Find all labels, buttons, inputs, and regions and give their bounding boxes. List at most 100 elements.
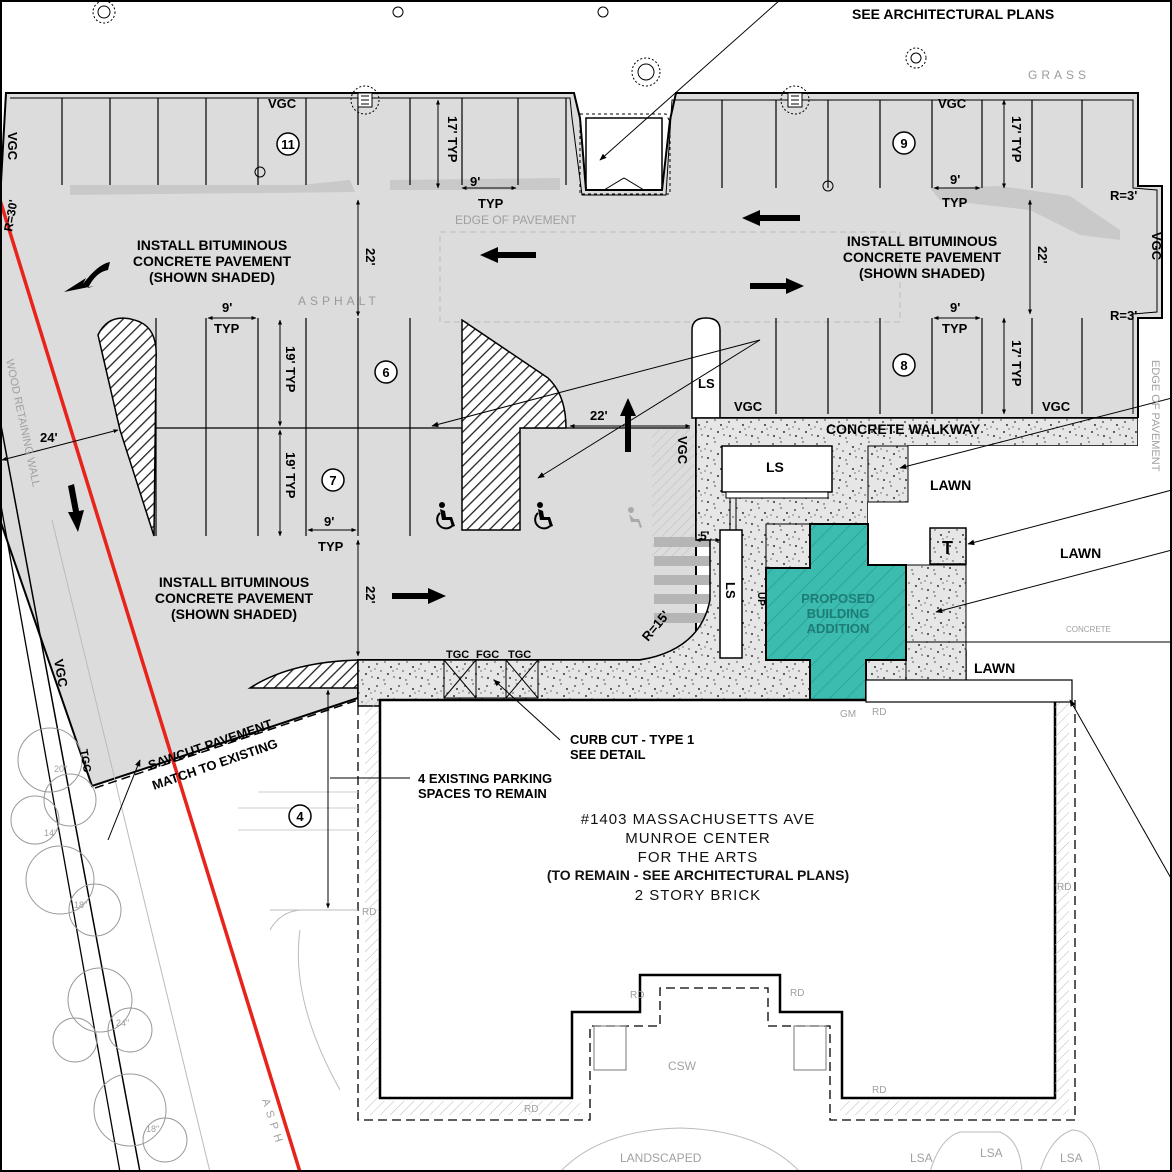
dim-17-c: 17' TYP [1009, 340, 1024, 387]
stalls-row-11 [61, 98, 567, 185]
addition-label-2: BUILDING [807, 606, 870, 621]
tgc-side: TGC [77, 748, 93, 773]
gm-label: GM [840, 709, 856, 720]
grass-label: GRASS [1028, 68, 1090, 82]
dim-17-a: 17' TYP [445, 116, 460, 163]
ls-label-1: LS [766, 459, 784, 475]
arch-note: SEE ARCHITECTURAL PLANS [850, 0, 1052, 5]
tree-18: 18" [74, 900, 87, 910]
tree-icon [10, 727, 188, 1163]
stall-count-11: 11 [276, 132, 300, 156]
tgc-2: TGC [508, 649, 531, 661]
radius-30: R=30' [1, 199, 20, 233]
stall-count-4: 4 [288, 804, 312, 828]
stall-count-8: 8 [892, 353, 916, 377]
curb-cut-note-2: SEE DETAIL [570, 747, 646, 762]
rd-label-6: RD [872, 1085, 886, 1096]
vgc-7: VGC [675, 436, 690, 465]
existing-spaces-note-1: 4 EXISTING PARKING [418, 771, 552, 786]
rd-label-7: RD [524, 1104, 538, 1115]
dim-9-b: 9' [222, 300, 232, 315]
accessible-parking-icon [436, 502, 553, 530]
up-label: UP [755, 592, 766, 606]
svg-text:9: 9 [900, 136, 907, 151]
landscape-island [691, 317, 721, 419]
rd-label-1: RD [872, 707, 886, 718]
pavement-note-2b: CONCRETE PAVEMENT [843, 249, 1002, 265]
asph-label: ASPH [259, 1097, 286, 1148]
tree-20: 20" [54, 764, 67, 774]
addition-label-3: ADDITION [807, 621, 870, 636]
vgc-3: VGC [734, 399, 763, 414]
dim-9-a: 9' [470, 174, 480, 189]
crosswalk [654, 537, 710, 623]
building-name: MUNROE CENTER [625, 830, 771, 847]
concrete-walkway-label: CONCRETE WALKWAY [826, 421, 981, 437]
fgc: FGC [476, 649, 499, 661]
stalls-row-6-7 [120, 318, 690, 536]
building-name-2: FOR THE ARTS [638, 849, 759, 866]
edge-of-pavement-side: EDGE OF PAVEMENT [1149, 360, 1161, 472]
typ-d: TYP [942, 195, 968, 210]
pavement-note-1b: CONCRETE PAVEMENT [133, 253, 292, 269]
tgc-1: TGC [446, 649, 469, 661]
edge-of-pavement-label: EDGE OF PAVEMENT [455, 213, 577, 227]
dim-19-a: 19' TYP [283, 346, 298, 393]
svg-text:6: 6 [382, 365, 389, 380]
pavement-note-1a: INSTALL BITUMINOUS [137, 237, 287, 253]
stalls-row-9 [721, 100, 1083, 188]
rd-label-5: RD [790, 988, 804, 999]
tree-24: 24" [116, 1018, 129, 1028]
radius-3-a: R=3' [1110, 188, 1137, 203]
property-line [0, 199, 302, 1172]
svg-text:4: 4 [296, 809, 304, 824]
hatched-island-left [97, 317, 157, 537]
direction-arrow-icon [64, 210, 804, 604]
building-note: (TO REMAIN - SEE ARCHITECTURAL PLANS) [547, 867, 849, 883]
addition-label-1: PROPOSED [801, 591, 875, 606]
concrete-small-label: CONCRETE [1066, 625, 1111, 634]
t-marker: T [942, 538, 953, 558]
vgc-1: VGC [268, 96, 297, 111]
pavement-note-3c: (SHOWN SHADED) [171, 606, 297, 622]
stall-count-6: 6 [374, 360, 398, 384]
dim-9-c: 9' [324, 514, 334, 529]
landscaped-label: LANDSCAPED [620, 1151, 702, 1165]
hatched-island-center [461, 318, 567, 531]
pavement-note-2a: INSTALL BITUMINOUS [847, 233, 997, 249]
pavement-note-1c: (SHOWN SHADED) [149, 269, 275, 285]
pavement-note-2c: (SHOWN SHADED) [859, 265, 985, 281]
dim-5: 5' [700, 529, 710, 543]
typ-c: TYP [318, 539, 344, 554]
lsa-label-1: LSA [910, 1151, 933, 1165]
dim-22-b: 22' [363, 586, 378, 604]
vgc-8: VGC [51, 658, 71, 689]
tree-18b: 18" [146, 1124, 159, 1134]
dim-9-d: 9' [950, 172, 960, 187]
lawn-label-1: LAWN [930, 477, 971, 493]
dim-22-a: 22' [363, 248, 378, 266]
svg-text:7: 7 [329, 473, 336, 488]
dim-17-b: 17' TYP [1009, 116, 1024, 163]
curb-cut-note-1: CURB CUT - TYPE 1 [570, 732, 694, 747]
rd-label-4: RD [630, 990, 644, 1001]
dim-22-d: 22' [590, 408, 608, 423]
rd-label-3: RD [1057, 882, 1071, 893]
csw-label: CSW [668, 1059, 697, 1073]
typ-a: TYP [478, 196, 504, 211]
stall-count-9: 9 [892, 131, 916, 155]
stall-count-7: 7 [321, 468, 345, 492]
tree-14: 14" [44, 828, 57, 838]
building-address: #1403 MASSACHUSETTS AVE [581, 811, 815, 828]
dim-24: 24' [40, 430, 58, 445]
ls-label-2: LS [698, 376, 715, 391]
asphalt-label: ASPHALT [298, 294, 380, 308]
vgc-5: VGC [5, 132, 20, 161]
vgc-4: VGC [1042, 399, 1071, 414]
dim-19-b: 19' TYP [283, 452, 298, 499]
building-type: 2 STORY BRICK [635, 887, 761, 904]
dim-22-c: 22' [1035, 246, 1050, 264]
vgc-2: VGC [938, 96, 967, 111]
existing-spaces-note-2: SPACES TO REMAIN [418, 786, 547, 801]
pavement-note-3a: INSTALL BITUMINOUS [159, 574, 309, 590]
